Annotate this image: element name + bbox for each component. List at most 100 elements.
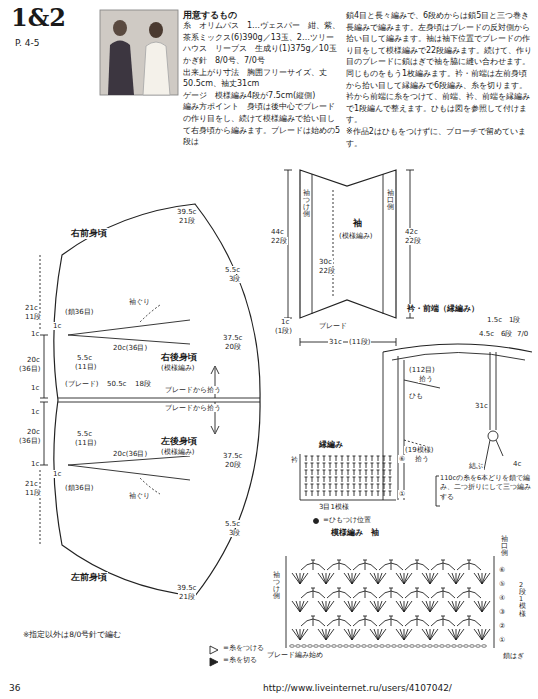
stitch-stroke xyxy=(374,629,378,640)
stitch-stroke xyxy=(311,484,314,489)
stitch-stroke xyxy=(389,463,392,468)
pattern-label: 左前身頃 xyxy=(70,572,108,583)
chain-stitch xyxy=(428,645,433,648)
stitch-stroke xyxy=(482,601,490,612)
stitch-stroke xyxy=(329,477,332,482)
stitch-stroke xyxy=(365,456,368,461)
stitch-stroke xyxy=(430,601,434,612)
stitch-stroke xyxy=(323,463,326,468)
stitch-stroke xyxy=(335,463,338,468)
pattern-label: 袖つけ側 xyxy=(302,190,311,219)
pattern-label: ひも xyxy=(408,392,424,400)
stitch-stroke xyxy=(452,601,456,612)
pattern-label: (1段) xyxy=(274,327,293,335)
stitch-stroke xyxy=(474,601,482,612)
stitch-stroke xyxy=(426,629,430,640)
stitch-stroke xyxy=(441,616,445,626)
pattern-label: 模様編み 袖 xyxy=(330,528,380,538)
stitch-stroke xyxy=(305,477,308,482)
chain-stitch xyxy=(296,645,301,648)
pattern-label: (11段) xyxy=(348,338,371,346)
stitch-stroke xyxy=(371,463,374,468)
stitch-stroke xyxy=(400,629,404,640)
pattern-label: (11目) xyxy=(74,363,97,371)
pattern-label: ⑥ xyxy=(398,455,406,463)
stitch-stroke xyxy=(329,484,332,489)
stitch-stroke xyxy=(322,629,326,640)
pattern-label: 30c xyxy=(318,258,333,266)
pattern-label: 37.5c xyxy=(222,452,243,460)
pattern-label: 5.5c xyxy=(224,266,241,274)
pattern-label: ① xyxy=(498,636,506,644)
stitch-stroke xyxy=(383,470,386,475)
stitch-stroke xyxy=(378,601,382,612)
stitch-stroke xyxy=(300,601,308,612)
stitch-stroke xyxy=(389,560,393,570)
stitch-stroke xyxy=(371,484,374,489)
stitch-stroke xyxy=(318,629,326,640)
stitch-stroke xyxy=(426,573,430,584)
stitch-stroke xyxy=(341,463,344,468)
stitch-stroke xyxy=(363,616,367,626)
stitch-stroke xyxy=(311,477,314,482)
pattern-label: 4.5c xyxy=(478,330,495,338)
pattern-label: 20c xyxy=(26,428,41,436)
pattern-label: 袖ぐり xyxy=(128,492,151,500)
chain-stitch xyxy=(326,645,331,648)
stitch-stroke xyxy=(456,573,464,584)
pattern-label: ブレードから拾う xyxy=(164,404,222,412)
stitch-stroke xyxy=(352,601,360,612)
chain-stitch xyxy=(368,645,373,648)
pattern-label: (鎖36目) xyxy=(64,308,94,316)
stitch-stroke xyxy=(374,601,378,612)
legend-text: =糸をつける xyxy=(222,644,265,652)
stitch-stroke xyxy=(329,456,332,461)
stitch-stroke xyxy=(474,573,482,584)
pattern-label: 袖 xyxy=(352,218,363,229)
stitch-stroke xyxy=(311,560,315,570)
stitch-stroke xyxy=(474,629,482,640)
pattern-label: 7/0 xyxy=(516,330,529,338)
stitch-stroke xyxy=(456,573,460,584)
chain-stitch xyxy=(302,645,307,648)
stitch-stroke xyxy=(323,470,326,475)
pattern-label: 39.5c xyxy=(176,208,197,216)
pattern-label: 4c xyxy=(512,460,522,468)
pattern-label: ブレード編み始め xyxy=(266,652,324,660)
chain-stitch xyxy=(344,645,349,648)
stitch-stroke xyxy=(448,629,456,640)
stitch-stroke xyxy=(482,573,490,584)
stitch-stroke xyxy=(305,463,308,468)
stitch-stroke xyxy=(389,491,392,496)
stitch-stroke xyxy=(371,470,374,475)
stitch-stroke xyxy=(341,491,344,496)
stitch-stroke xyxy=(383,477,386,482)
pattern-label: 3目1模様 xyxy=(318,503,350,511)
stitch-stroke xyxy=(305,456,308,461)
stitch-stroke xyxy=(365,477,368,482)
stitch-stroke xyxy=(404,601,408,612)
stitch-stroke xyxy=(396,573,404,584)
pattern-label: 鎖はぎ xyxy=(502,652,525,660)
stitch-stroke xyxy=(326,629,330,640)
chain-stitch xyxy=(416,645,421,648)
stitch-stroke xyxy=(365,484,368,489)
pattern-label: 20c(36目) xyxy=(112,450,148,458)
stitch-stroke xyxy=(378,629,386,640)
stitch-stroke xyxy=(389,456,392,461)
pattern-label: 1c xyxy=(30,330,40,338)
stitch-stroke xyxy=(482,601,486,612)
stitch-stroke xyxy=(415,560,419,570)
stitch-stroke xyxy=(335,477,338,482)
stitch-stroke xyxy=(400,573,404,584)
photo xyxy=(100,10,178,95)
stitch-stroke xyxy=(430,601,438,612)
stitch-stroke xyxy=(371,477,374,482)
legend-text: =糸を切る xyxy=(222,656,258,664)
chain-stitch xyxy=(470,645,475,648)
stitch-stroke xyxy=(335,470,338,475)
stitch-stroke xyxy=(296,573,300,584)
pattern-label: http://www.liveinternet.ru/users/4107042… xyxy=(262,683,453,694)
pattern-label: 拾う xyxy=(418,375,434,383)
